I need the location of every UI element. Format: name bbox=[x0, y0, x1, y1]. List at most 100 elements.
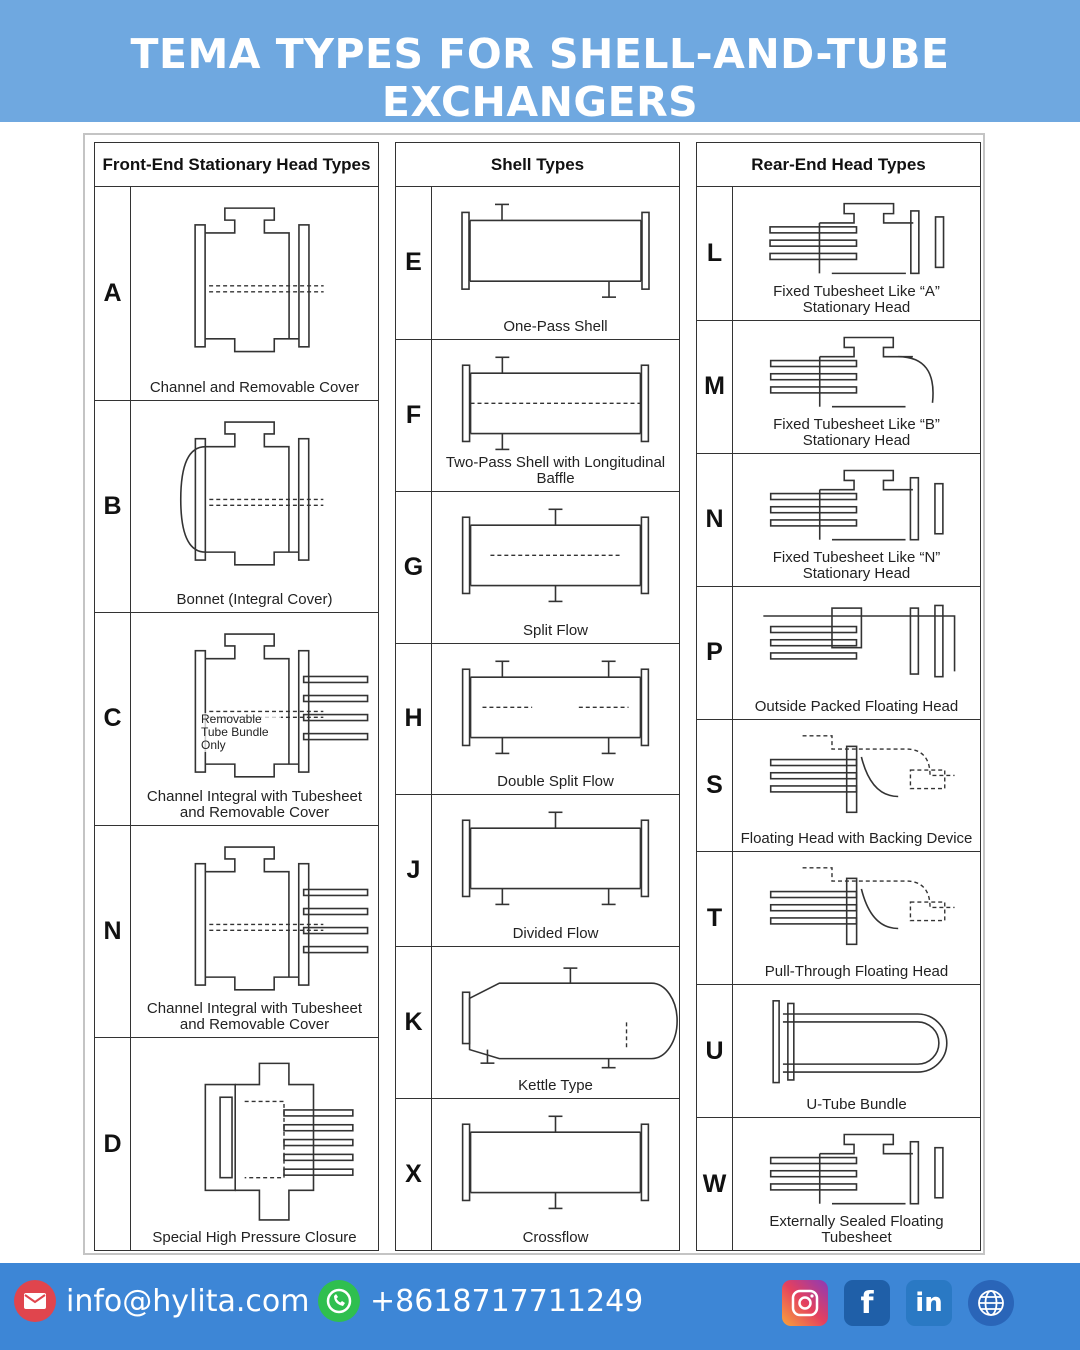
type-caption: U-Tube Bundle bbox=[806, 1096, 907, 1114]
front-schematic-n bbox=[194, 846, 369, 991]
type-letter: S bbox=[697, 719, 733, 852]
type-letter: C bbox=[95, 613, 131, 825]
type-caption: Divided Flow bbox=[512, 925, 599, 943]
shell-row-x: X Crossflow bbox=[396, 1098, 679, 1250]
shell-diagram-cell: One-Pass Shell bbox=[432, 187, 679, 339]
type-letter: U bbox=[697, 985, 733, 1118]
type-letter: X bbox=[396, 1099, 432, 1250]
type-letter: M bbox=[697, 320, 733, 453]
shell-row-h: H Double Split Flow bbox=[396, 642, 679, 795]
type-letter: H bbox=[396, 643, 432, 795]
rear-row-u: U U-Tube Bundle bbox=[697, 984, 980, 1118]
front-schematic-c bbox=[194, 633, 369, 778]
shell-header: Shell Types bbox=[396, 143, 679, 187]
linkedin-icon[interactable]: in bbox=[906, 1280, 952, 1326]
type-caption: Outside Packed Floating Head bbox=[754, 697, 959, 715]
phone-text[interactable]: +8618717711249 bbox=[370, 1283, 644, 1319]
shell-diagram-cell: Kettle Type bbox=[432, 947, 679, 1098]
page-title: TEMA TYPES FOR SHELL-AND-TUBE EXCHANGERS bbox=[130, 30, 950, 126]
type-letter: A bbox=[95, 187, 131, 400]
facebook-icon[interactable]: f bbox=[844, 1280, 890, 1326]
front-schematic-d bbox=[204, 1062, 354, 1222]
type-letter: E bbox=[396, 187, 432, 339]
type-caption: Special High Pressure Closure bbox=[152, 1228, 357, 1246]
type-caption: Floating Head with Backing Device bbox=[740, 830, 973, 848]
rear-diagram-cell: Fixed Tubesheet Like “N” Stationary Head bbox=[733, 454, 980, 586]
type-caption: Fixed Tubesheet Like “A” Stationary Head bbox=[773, 282, 940, 316]
instagram-icon[interactable] bbox=[782, 1280, 828, 1326]
type-letter: N bbox=[697, 453, 733, 586]
type-letter: J bbox=[396, 795, 432, 947]
shell-diagram-cell: Split Flow bbox=[432, 492, 679, 643]
type-caption: Split Flow bbox=[522, 621, 589, 639]
title-bar: TEMA TYPES FOR SHELL-AND-TUBE EXCHANGERS bbox=[0, 0, 1080, 126]
rear-row-s: S Floating Head with Backing Device bbox=[697, 718, 980, 852]
type-caption: Double Split Flow bbox=[497, 773, 614, 791]
shell-schematic-j bbox=[461, 811, 650, 906]
rear-schematic-s bbox=[769, 734, 955, 813]
type-caption: Fixed Tubesheet Like “B” Stationary Head bbox=[773, 415, 940, 449]
front-diagram-cell: Channel Integral with Tubesheet and Remo… bbox=[131, 826, 378, 1038]
type-letter: D bbox=[95, 1038, 131, 1250]
front-end-header: Front-End Stationary Head Types bbox=[95, 143, 378, 187]
type-letter: L bbox=[697, 187, 733, 320]
rear-schematic-w bbox=[769, 1133, 944, 1205]
shell-schematic-x bbox=[461, 1115, 650, 1210]
rear-diagram-cell: Fixed Tubesheet Like “A” Stationary Head bbox=[733, 187, 980, 320]
type-letter: K bbox=[396, 947, 432, 1099]
type-letter: T bbox=[697, 852, 733, 985]
rear-end-header: Rear-End Head Types bbox=[697, 143, 980, 187]
type-letter: W bbox=[697, 1118, 733, 1250]
type-letter: B bbox=[95, 400, 131, 613]
email-contact[interactable]: info@hylita.com bbox=[14, 1263, 309, 1339]
rear-diagram-cell: Outside Packed Floating Head bbox=[733, 587, 980, 719]
shell-schematic-h bbox=[461, 660, 650, 754]
rear-schematic-n bbox=[769, 469, 944, 541]
shell-diagram-cell: Double Split Flow bbox=[432, 644, 679, 795]
rear-diagram-cell: Externally Sealed Floating Tubesheet bbox=[733, 1118, 980, 1250]
shell-schematic-k bbox=[461, 967, 678, 1069]
front-schematic-a bbox=[194, 207, 324, 353]
whatsapp-icon bbox=[318, 1280, 360, 1322]
shell-schematic-g bbox=[461, 508, 650, 602]
rear-row-l: L Fixed Tubesheet Like “A” Stationary Hea… bbox=[697, 187, 980, 320]
type-caption: Externally Sealed Floating Tubesheet bbox=[769, 1213, 944, 1246]
rear-schematic-u bbox=[772, 1000, 948, 1084]
rear-diagram-cell: Floating Head with Backing Device bbox=[733, 720, 980, 852]
contact-bar: info@hylita.com +8618717711249 f in bbox=[0, 1263, 1080, 1350]
type-caption: Bonnet (Integral Cover) bbox=[176, 591, 333, 609]
type-letter: F bbox=[396, 339, 432, 491]
shell-diagram-cell: Two-Pass Shell with Longitudinal Baffle bbox=[432, 340, 679, 491]
type-caption: Channel and Removable Cover bbox=[149, 378, 360, 396]
rear-end-column: Rear-End Head Types L Fixed Tubesheet Lik… bbox=[696, 142, 981, 1251]
email-text[interactable]: info@hylita.com bbox=[66, 1283, 310, 1319]
diagram-note: Removable Tube Bundle Only bbox=[201, 713, 281, 753]
type-letter: G bbox=[396, 491, 432, 643]
shell-row-j: J Divided Flow bbox=[396, 794, 679, 947]
front-diagram-cell: Bonnet (Integral Cover) bbox=[131, 401, 378, 613]
type-caption: One-Pass Shell bbox=[503, 317, 608, 335]
type-caption: Channel Integral with Tubesheet and Remo… bbox=[146, 787, 363, 821]
front-row-d: D Special High Pressure Closure bbox=[95, 1037, 378, 1250]
type-caption: Crossflow bbox=[522, 1228, 589, 1246]
front-row-b: B Bonnet (Integral Cover) bbox=[95, 399, 378, 613]
rear-diagram-cell: Pull-Through Floating Head bbox=[733, 852, 980, 984]
type-caption: Channel Integral with Tubesheet and Remo… bbox=[146, 1000, 363, 1034]
front-schematic-b bbox=[179, 420, 324, 566]
rear-schematic-t bbox=[769, 867, 955, 946]
front-diagram-cell: Special High Pressure Closure bbox=[131, 1038, 378, 1250]
globe-icon[interactable] bbox=[968, 1280, 1014, 1326]
rear-row-w: W Externally Sealed Floating Tubesheet bbox=[697, 1117, 980, 1250]
phone-contact[interactable]: +8618717711249 bbox=[318, 1263, 643, 1339]
rear-row-m: M Fixed Tubesheet Like “B” Stationary Hea… bbox=[697, 319, 980, 453]
type-caption: Fixed Tubesheet Like “N” Stationary Head bbox=[772, 548, 941, 582]
type-letter: P bbox=[697, 586, 733, 719]
rear-schematic-l bbox=[769, 202, 945, 275]
